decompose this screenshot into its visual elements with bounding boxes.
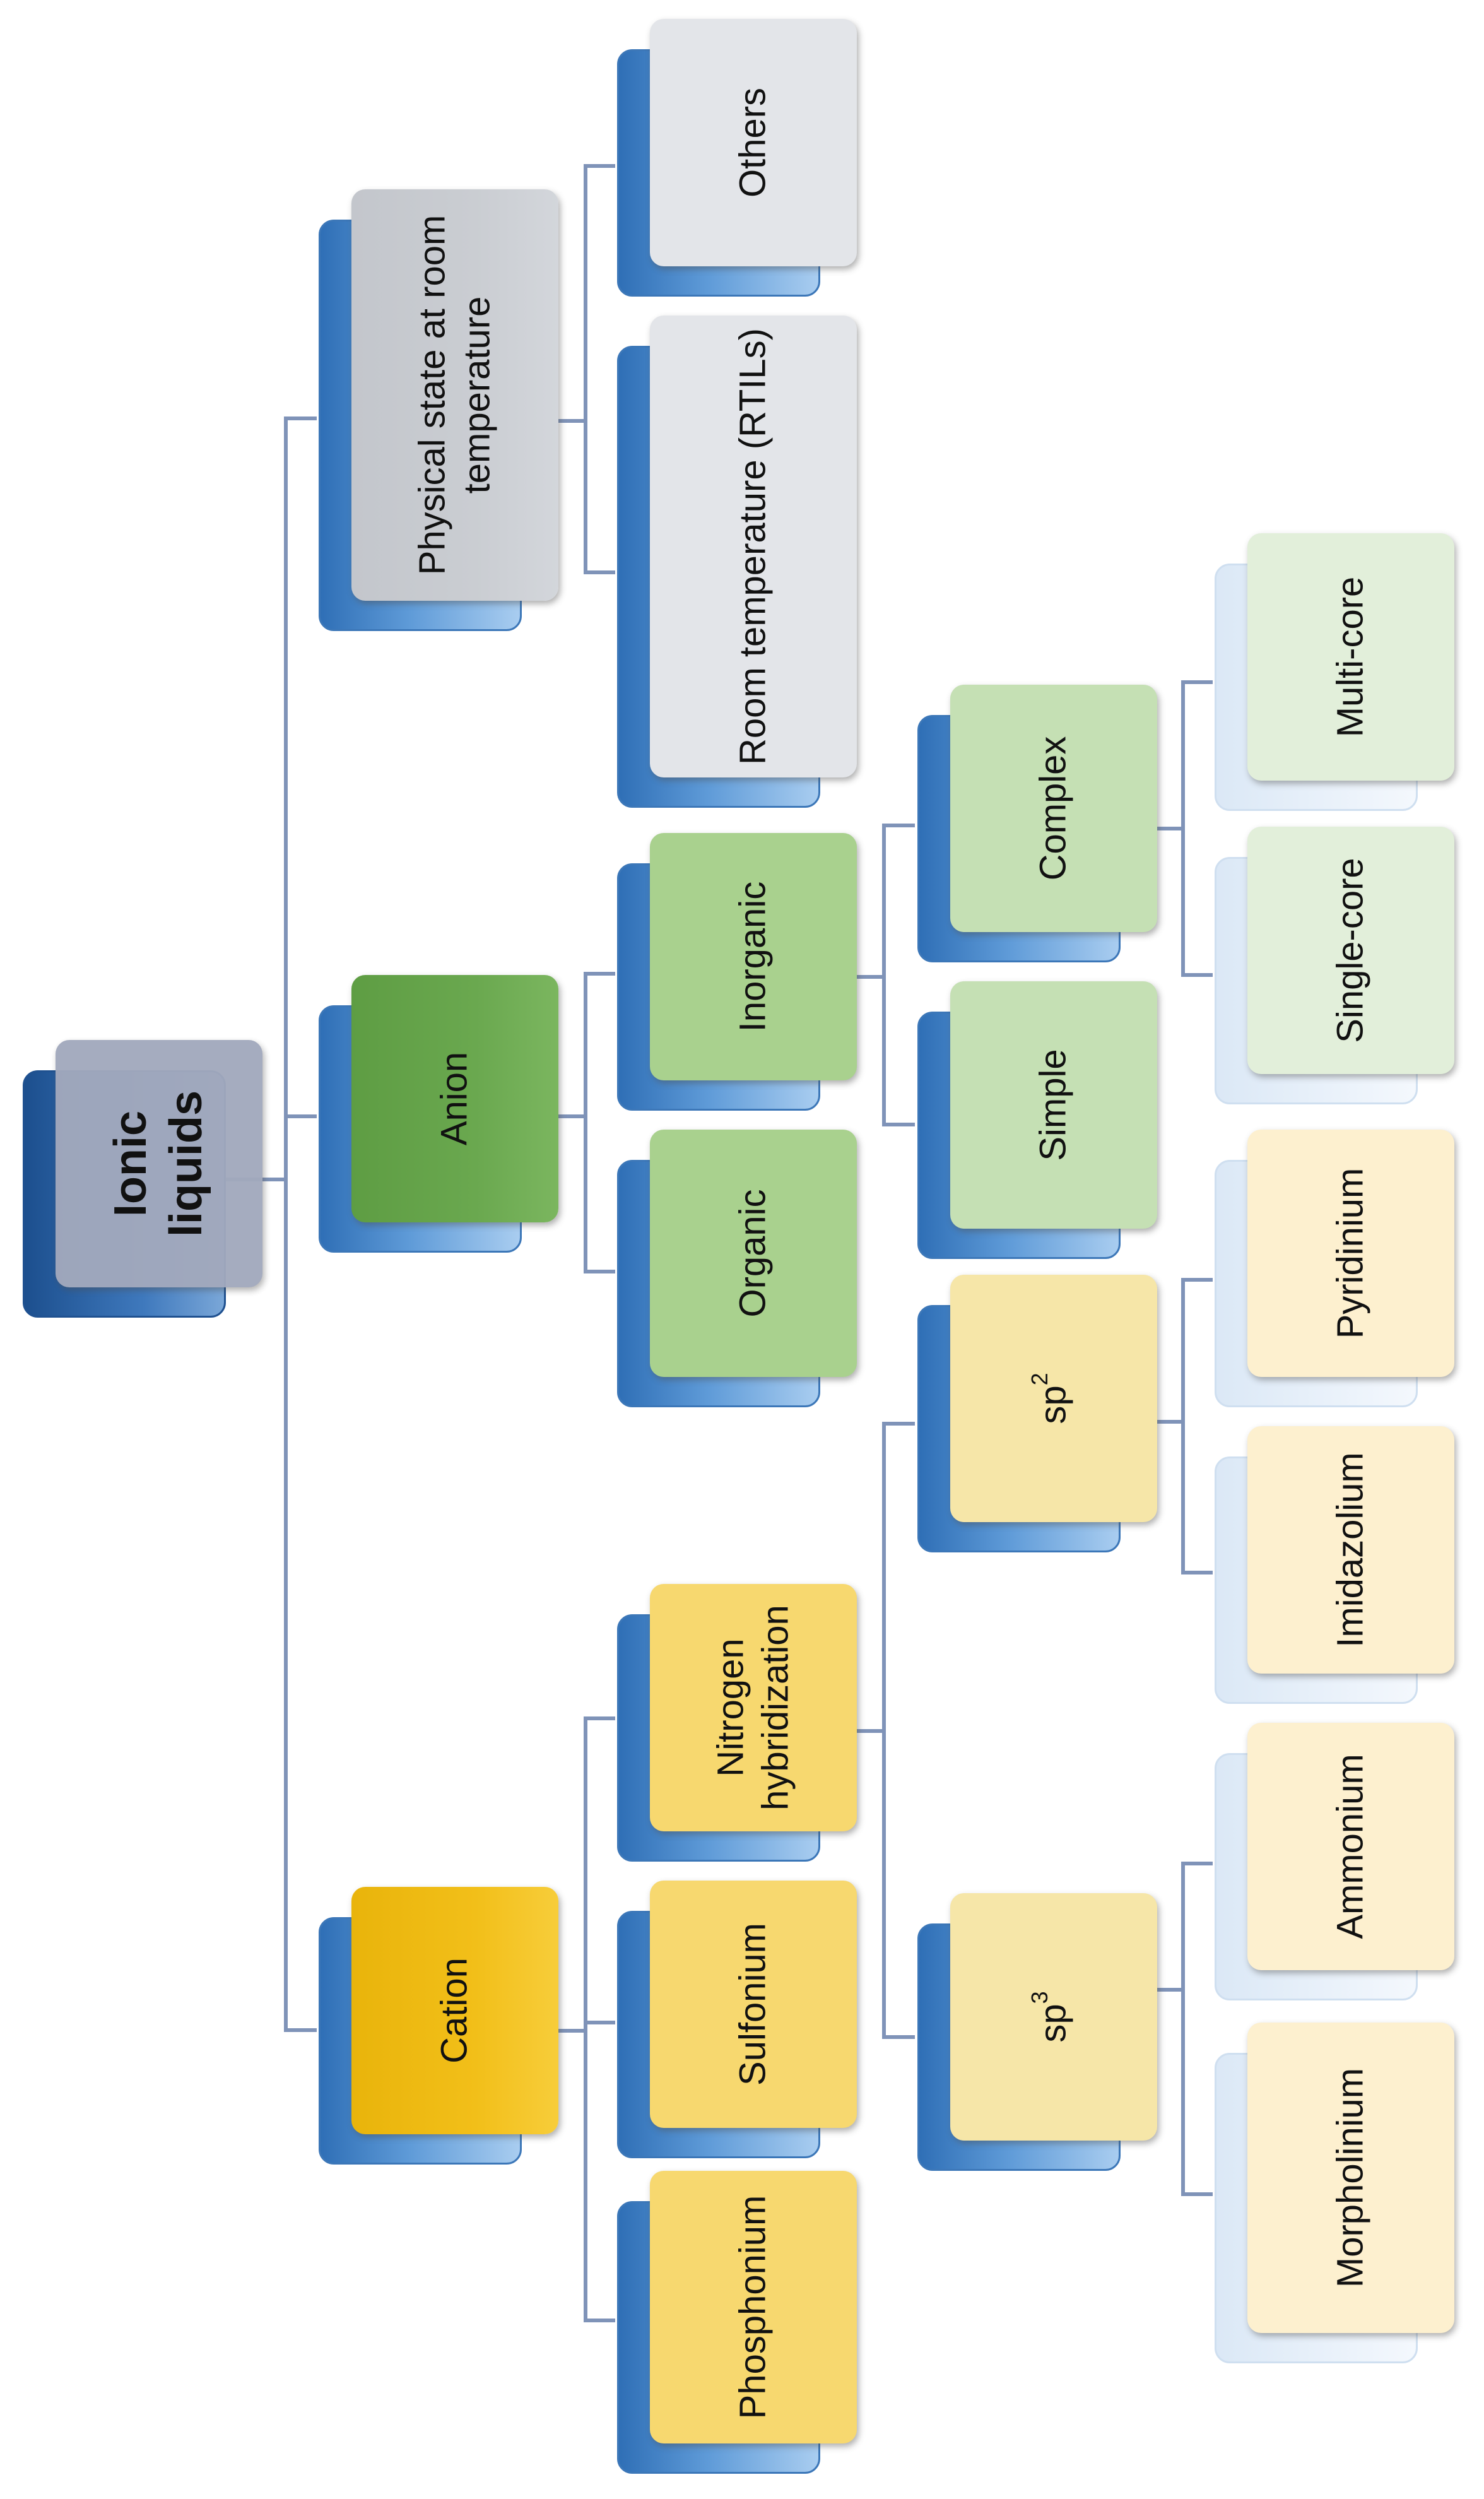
node-label: Cation <box>433 1958 475 2064</box>
connector <box>1181 1278 1213 1282</box>
node-label: Ammonium <box>1329 1754 1371 1939</box>
connector <box>1181 1278 1185 1574</box>
node-label: Multi-core <box>1329 576 1371 738</box>
node-label: Inorganic <box>732 881 774 1032</box>
node-multi-core: Multi-core <box>1215 533 1454 811</box>
node-others: Others <box>617 19 857 297</box>
node-label: Sulfonium <box>732 1923 774 2086</box>
connector <box>1181 1862 1213 1865</box>
connector <box>856 1729 886 1733</box>
node-label: Physical state at room temperature <box>411 215 497 576</box>
node-label: Morpholinium <box>1329 2067 1371 2288</box>
node-label: Ionic liquids <box>105 1090 211 1237</box>
node-label: Organic <box>732 1189 774 1318</box>
connector <box>882 1422 915 1426</box>
connector <box>882 2035 915 2039</box>
node-label: Others <box>732 87 774 198</box>
node-anion: Anion <box>319 975 558 1253</box>
connector <box>882 824 915 827</box>
node-sp2: sp2 <box>917 1275 1157 1552</box>
connector <box>584 570 615 574</box>
node-nitrogen-hybridization: Nitrogen hybridization <box>617 1584 857 1862</box>
node-sp3: sp3 <box>917 1893 1157 2171</box>
connector <box>882 1422 886 2039</box>
node-physical-state: Physical state at room temperature <box>319 189 558 631</box>
connector <box>1181 2192 1213 2196</box>
node-room-temperature: Room temperature (RTILs) <box>617 316 857 808</box>
connector <box>1153 827 1185 830</box>
connector <box>584 972 587 1273</box>
node-inorganic: Inorganic <box>617 833 857 1111</box>
connector <box>1153 1988 1185 1992</box>
connector <box>1181 680 1185 977</box>
node-label: Phosphonium <box>732 2195 774 2419</box>
node-organic: Organic <box>617 1130 857 1407</box>
connector <box>584 1270 615 1273</box>
connector <box>1181 1862 1185 2196</box>
connector <box>1153 1420 1185 1424</box>
connector <box>1181 680 1213 684</box>
connector <box>555 1114 587 1118</box>
connector <box>284 416 288 2032</box>
connector <box>584 164 615 168</box>
connector <box>584 1716 615 1720</box>
connector <box>584 1716 587 2322</box>
connector <box>856 975 886 979</box>
connector <box>555 419 587 423</box>
connector <box>555 2029 587 2033</box>
node-cation: Cation <box>319 1887 558 2165</box>
node-simple: Simple <box>917 981 1157 1259</box>
node-ionic-liquids: Ionic liquids <box>23 1040 262 1318</box>
node-label: Pyridinium <box>1329 1167 1371 1339</box>
node-pyridinium: Pyridinium <box>1215 1130 1454 1407</box>
node-complex: Complex <box>917 685 1157 962</box>
node-label: Imidazolium <box>1329 1452 1371 1648</box>
node-ammonium: Ammonium <box>1215 1723 1454 2000</box>
connector <box>1181 973 1213 977</box>
node-label: Room temperature (RTILs) <box>732 328 774 765</box>
connector <box>882 1123 915 1126</box>
connector <box>584 2319 615 2322</box>
node-label: Simple <box>1032 1049 1074 1161</box>
connector <box>284 2028 317 2032</box>
connector <box>584 164 587 574</box>
connector <box>284 416 317 420</box>
node-single-core: Single-core <box>1215 827 1454 1104</box>
node-label: sp2 <box>1026 1373 1074 1424</box>
node-imidazolium: Imidazolium <box>1215 1426 1454 1704</box>
node-label: Anion <box>433 1051 475 1146</box>
connector <box>284 1114 317 1118</box>
node-label: Complex <box>1032 736 1074 881</box>
connector <box>584 2021 615 2024</box>
connector <box>1181 1571 1213 1574</box>
node-sulfonium: Sulfonium <box>617 1881 857 2158</box>
connector <box>584 972 615 976</box>
connector <box>882 824 886 1126</box>
node-label: Single-core <box>1329 858 1371 1043</box>
node-label: sp3 <box>1026 1991 1074 2043</box>
node-label: Nitrogen hybridization <box>710 1605 796 1811</box>
node-phosphonium: Phosphonium <box>617 2171 857 2474</box>
node-morpholinium: Morpholinium <box>1215 2023 1454 2363</box>
